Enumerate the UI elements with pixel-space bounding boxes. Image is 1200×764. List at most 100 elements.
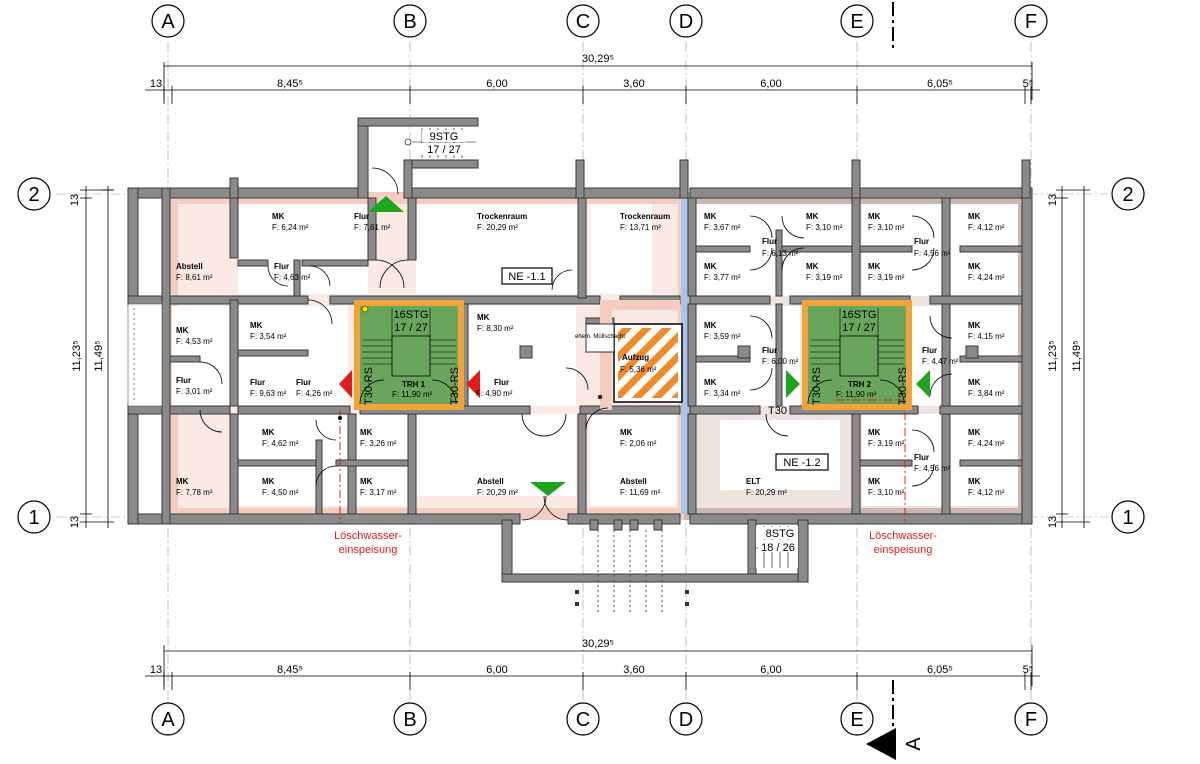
axis-1-right: 1 (1111, 500, 1145, 534)
axis-d-top: D (669, 4, 703, 38)
room-flur-761-title: Flur (354, 212, 369, 221)
stair-bottom-ratio: 18 / 26 (761, 542, 795, 554)
stair-top-steps: 9STG (430, 131, 459, 143)
svg-text:13: 13 (69, 194, 81, 206)
stairwell-trh2: 16STG 17 / 27 TRH 2 F: 11,90 m² T30-RS T… (802, 300, 912, 410)
room-mk-310a-area: F: 3,10 m² (806, 223, 843, 232)
loeschwasser-labels: Löschwasser- einspeisung Löschwasser- ei… (334, 530, 937, 556)
svg-text:13: 13 (150, 78, 162, 90)
fire-arrow-left-2 (466, 370, 480, 398)
stair-bottom-steps: 8STG (766, 528, 795, 540)
room-mk-830-area: F: 8,30 m² (477, 324, 514, 333)
room-mk-412b-area: F: 4,12 m² (968, 488, 1005, 497)
svg-text:A: A (161, 11, 175, 33)
room-flur-463-title: Flur (274, 262, 289, 271)
left-entrance (127, 303, 163, 407)
ne-labels: NE -1.1 NE -1.2 T30 (501, 267, 829, 471)
room-mk-326-title: MK (360, 428, 373, 437)
room-mk-412a-title: MK (968, 212, 981, 221)
svg-text:5⁵: 5⁵ (1023, 664, 1034, 676)
room-mk-624-area: F: 6,24 m² (272, 223, 309, 232)
room-mk-206-title: MK (620, 428, 633, 437)
dimension-bottom: 30,29⁵ 13 8,45⁵ 6,00 3,60 6,00 6,05⁵ 5⁵ (145, 638, 1040, 690)
exit-arrow-right-2 (916, 370, 930, 398)
room-mk-462-title: MK (262, 428, 275, 437)
svg-text:1: 1 (1122, 507, 1133, 529)
room-flur-761-area: F: 7,61 m² (354, 223, 391, 232)
svg-text:6,05⁵: 6,05⁵ (927, 664, 953, 676)
room-mk-453-area: F: 4,53 m² (176, 337, 213, 346)
svg-text:B: B (403, 709, 416, 731)
svg-text:2: 2 (28, 184, 39, 206)
axis-f-bottom: F (1014, 702, 1048, 736)
svg-text:E: E (850, 709, 863, 731)
section-marker-bottom: A (866, 680, 925, 760)
svg-text:11,23⁵: 11,23⁵ (71, 340, 83, 371)
stair-trh2-steps: 16STG (842, 309, 877, 321)
elevator: Aufzug F: 5,36 m² ehem. Müllschacht (575, 300, 683, 410)
room-mk-310c-title: MK (868, 477, 881, 486)
room-flur-463-area: F: 4,63 m² (274, 273, 311, 282)
svg-text:E: E (850, 11, 863, 33)
room-flur-963-area: F: 9,63 m² (250, 389, 287, 398)
room-mk-377-title: MK (704, 262, 717, 271)
room-mk-384-title: MK (968, 378, 981, 387)
room-mk-424b-title: MK (968, 428, 981, 437)
room-flur-456a-area: F: 4,56 m² (914, 249, 951, 258)
room-mk-319b-area: F: 3,19 m² (868, 273, 905, 282)
section-arrow-icon (866, 728, 896, 760)
room-flur-456b-area: F: 4,56 m² (914, 464, 951, 473)
exit-arrow-top (368, 196, 404, 212)
room-aufzug-area: F: 5,36 m² (620, 365, 657, 374)
svg-text:6,00: 6,00 (486, 78, 507, 90)
room-flur-456a-title: Flur (914, 237, 929, 246)
room-mk-412b-title: MK (968, 477, 981, 486)
room-flur-490-area: F: 4,90 m² (476, 389, 513, 398)
axis-c-top: C (566, 4, 600, 38)
room-mk-453-title: MK (176, 326, 189, 335)
room-abstell-1169-title: Abstell (620, 477, 647, 486)
svg-text:D: D (679, 11, 693, 33)
room-mk-424a-title: MK (968, 262, 981, 271)
axis-a-bottom: A (151, 702, 185, 736)
svg-text:3,60: 3,60 (623, 664, 644, 676)
room-mk-310a-title: MK (806, 212, 819, 221)
dimension-top: 30,29⁵ 13 8,45⁵ 6,00 3,60 6,00 6,05⁵ 5⁵ (145, 53, 1040, 104)
axis-f-top: F (1014, 4, 1048, 38)
fire-exit-markers (338, 196, 930, 524)
loeschwasser-right-line2: einspeisung (874, 544, 933, 556)
room-mk-334-title: MK (704, 378, 717, 387)
svg-text:11,23⁵: 11,23⁵ (1047, 340, 1059, 371)
room-mk-354-area: F: 3,54 m² (250, 332, 287, 341)
room-trh1-title: TRH 1 (402, 380, 426, 389)
svg-text:13: 13 (1047, 516, 1059, 528)
stair-top: 9STG 17 / 27 (404, 128, 476, 158)
room-mk-412a-area: F: 4,12 m² (968, 223, 1005, 232)
stair-top-ratio: 17 / 27 (427, 144, 461, 156)
svg-text:3,60: 3,60 (623, 78, 644, 90)
room-mk-354-title: MK (250, 321, 263, 330)
room-abstell-861-area: F: 8,61 m² (176, 273, 213, 282)
walls (127, 117, 1033, 583)
t30-label: T30 (768, 405, 787, 417)
room-flur-301-title: Flur (176, 376, 191, 385)
room-mk-367-title: MK (704, 212, 717, 221)
room-flur-613-title: Flur (762, 237, 777, 246)
room-mk-319c-area: F: 3,19 m² (868, 439, 905, 448)
axis-e-top: E (840, 4, 874, 38)
axis-c-bottom: C (566, 702, 600, 736)
room-aufzug-title: Aufzug (622, 353, 649, 362)
axis-2-left: 2 (17, 177, 51, 211)
svg-text:6,00: 6,00 (486, 664, 507, 676)
exit-arrow-bottom (530, 482, 566, 496)
room-mk-624-title: MK (272, 212, 285, 221)
room-trocken-2029-area: F: 20,29 m² (477, 223, 518, 232)
fire-arrow-left-1 (339, 370, 352, 398)
entrance-markers (575, 590, 689, 606)
room-mk-450-title: MK (262, 477, 275, 486)
svg-text:11,49⁵: 11,49⁵ (93, 340, 105, 371)
svg-text:11,49⁵: 11,49⁵ (1071, 340, 1083, 371)
room-trocken-1371-area: F: 13,71 m² (620, 223, 661, 232)
room-mk-450-area: F: 4,50 m² (262, 488, 299, 497)
